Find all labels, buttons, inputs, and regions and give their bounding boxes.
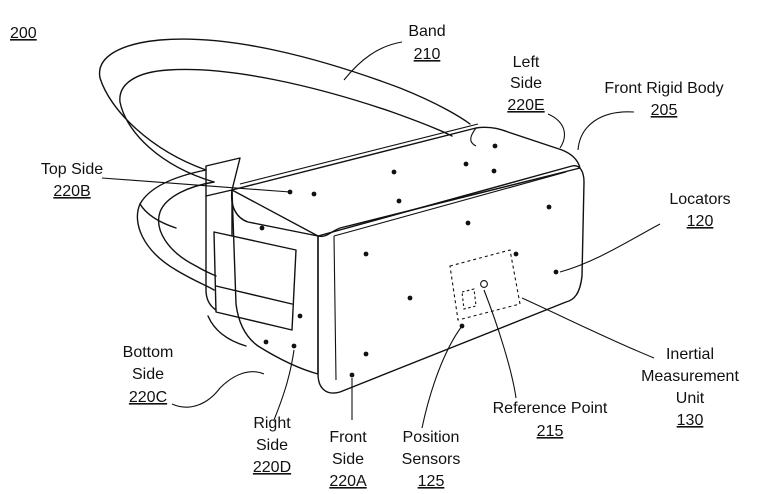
position-sensors-label-line1: Position: [403, 429, 460, 446]
bottom-side-label-line2: Side: [132, 366, 164, 383]
position-sensors-ref: 125: [418, 473, 445, 490]
label-left-side: Left Side 220E: [507, 54, 544, 114]
right-side-label-line1: Right: [253, 415, 291, 432]
right-side-ref: 220D: [253, 459, 291, 476]
position-sensors-label-line2: Sensors: [402, 451, 461, 468]
reference-point-marker: [481, 281, 488, 288]
band-ref: 210: [414, 46, 441, 63]
locators-ref: 120: [687, 213, 714, 230]
label-imu: Inertial Measurement Unit 130: [641, 346, 739, 429]
imu-label-line3: Unit: [676, 390, 705, 407]
imu-label-line2: Measurement: [641, 368, 739, 385]
front-rigid-body: [232, 124, 584, 393]
front-rigid-body-ref: 205: [651, 102, 678, 119]
label-bottom-side: Bottom Side 220C: [123, 344, 174, 406]
left-side-label-line2: Side: [510, 75, 542, 92]
imu-ref: 130: [677, 412, 704, 429]
right-side-label-line2: Side: [256, 437, 288, 454]
reference-point-ref: 215: [537, 423, 564, 440]
front-rigid-body-label: Front Rigid Body: [604, 80, 723, 97]
label-reference-point: Reference Point 215: [493, 400, 608, 440]
band-label: Band: [408, 23, 445, 40]
left-side-ref: 220E: [507, 97, 544, 114]
label-right-side: Right Side 220D: [253, 415, 291, 476]
label-locators: Locators 120: [669, 191, 730, 230]
band: [100, 39, 470, 290]
label-top-side: Top Side 220B: [41, 161, 103, 200]
bottom-side-ref: 220C: [129, 389, 167, 406]
label-band: Band 210: [408, 23, 445, 63]
locators: [260, 144, 559, 378]
label-position-sensors: Position Sensors 125: [402, 429, 461, 490]
front-side-ref: 220A: [329, 473, 367, 490]
label-front-rigid-body: Front Rigid Body 205: [604, 80, 723, 119]
figure-number: 200: [10, 25, 37, 42]
top-side-label: Top Side: [41, 161, 103, 178]
label-front-side: Front Side 220A: [329, 429, 367, 490]
leader-lines: [102, 42, 660, 428]
bottom-side-label-line1: Bottom: [123, 344, 174, 361]
locators-label: Locators: [669, 191, 730, 208]
top-side-ref: 220B: [53, 183, 90, 200]
left-side-label-line1: Left: [513, 54, 540, 71]
front-side-label-line1: Front: [329, 429, 367, 446]
imu-label-line1: Inertial: [666, 346, 714, 363]
front-side-label-line2: Side: [332, 451, 364, 468]
reference-point-label: Reference Point: [493, 400, 608, 417]
imu-box: [450, 250, 520, 320]
